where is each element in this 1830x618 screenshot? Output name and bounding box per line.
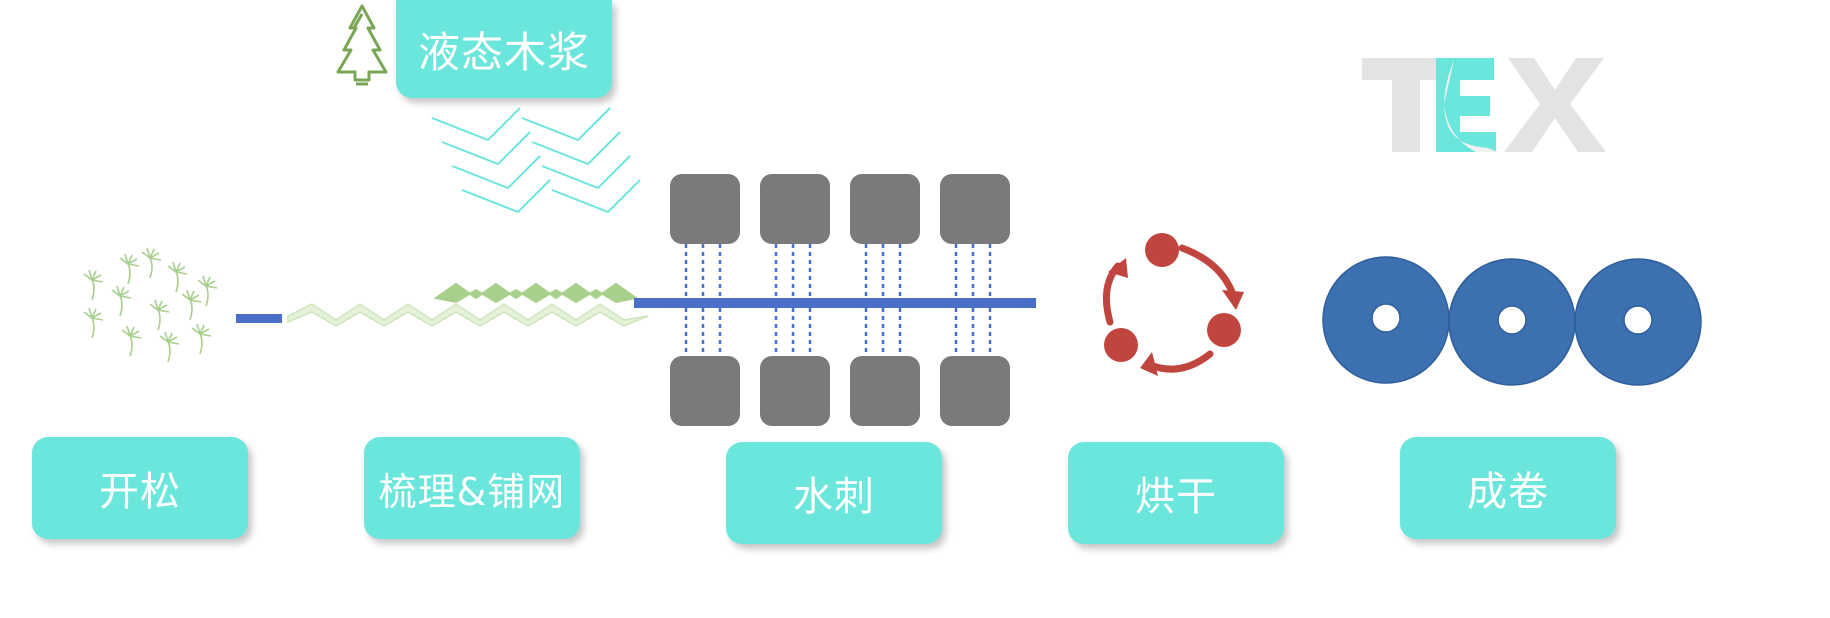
step-drying: 烘干 xyxy=(1068,442,1284,544)
pine-tree-icon xyxy=(336,4,388,86)
zigzag-web-icon xyxy=(287,282,649,327)
tex-logo-icon xyxy=(1362,58,1606,152)
pulp-stream-icon xyxy=(431,107,641,214)
fabric-rolls-icon xyxy=(1322,256,1702,386)
step-opening: 开松 xyxy=(32,437,248,539)
connector-line xyxy=(236,314,282,323)
pulp-label-box: 液态木浆 xyxy=(396,0,612,98)
hydroentangling-rollers-icon xyxy=(634,174,1036,426)
step-carding-web-laying: 梳理&铺网 xyxy=(364,437,580,539)
cycle-arrows-icon xyxy=(1102,233,1244,376)
step-winding: 成卷 xyxy=(1400,437,1616,539)
step-hydroentangling: 水刺 xyxy=(726,442,942,544)
dandelion-seeds-icon xyxy=(83,247,218,363)
